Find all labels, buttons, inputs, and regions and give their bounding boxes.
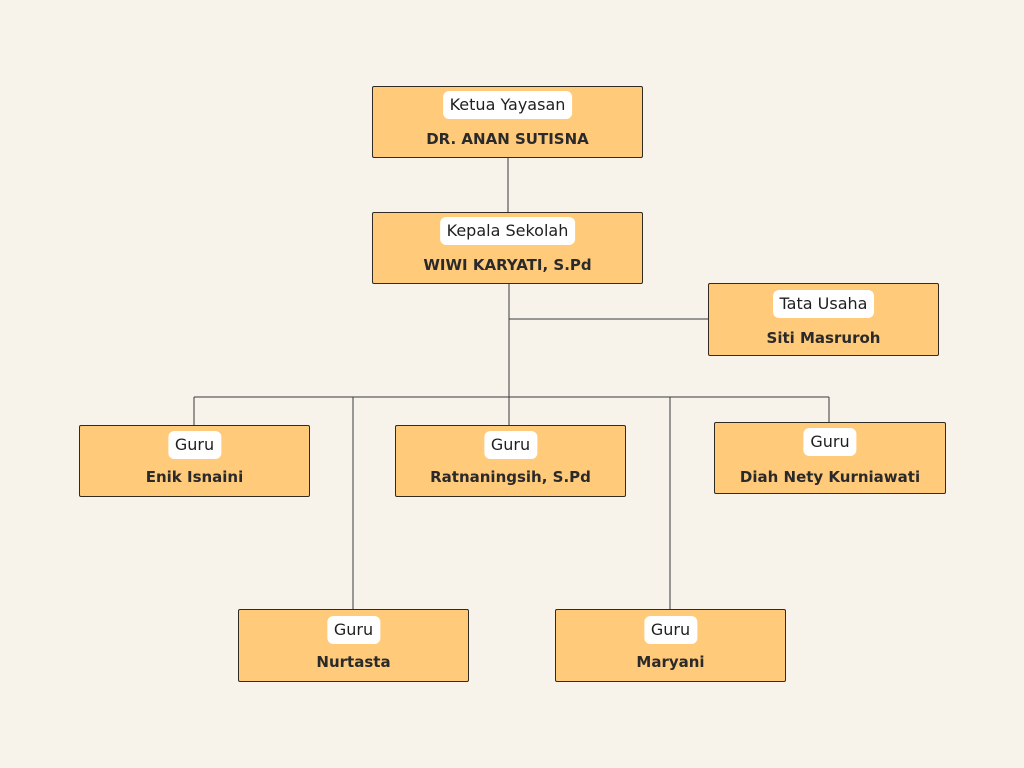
role-label: Tata Usaha	[772, 290, 875, 319]
node-tata-usaha: Tata Usaha Siti Masruroh	[708, 283, 939, 356]
node-ketua-yayasan: Ketua Yayasan DR. ANAN SUTISNA	[372, 86, 643, 158]
person-name: Diah Nety Kurniawati	[739, 468, 921, 486]
person-name: Nurtasta	[316, 653, 391, 671]
role-label: Ketua Yayasan	[442, 91, 573, 120]
person-name: Siti Masruroh	[766, 329, 881, 347]
person-name: DR. ANAN SUTISNA	[426, 130, 589, 148]
node-guru-ratnaningsih: Guru Ratnaningsih, S.Pd	[395, 425, 626, 497]
role-label: Guru	[803, 428, 857, 457]
role-label: Guru	[643, 616, 698, 645]
node-guru-enik-isnaini: Guru Enik Isnaini	[79, 425, 310, 497]
role-label: Kepala Sekolah	[439, 217, 576, 246]
node-guru-diah-nety-kurniawati: Guru Diah Nety Kurniawati	[714, 422, 946, 494]
node-guru-maryani: Guru Maryani	[555, 609, 786, 682]
node-guru-nurtasta: Guru Nurtasta	[238, 609, 469, 682]
person-name: Maryani	[636, 653, 705, 671]
node-kepala-sekolah: Kepala Sekolah WIWI KARYATI, S.Pd	[372, 212, 643, 284]
role-label: Guru	[326, 616, 381, 645]
person-name: WIWI KARYATI, S.Pd	[423, 256, 592, 274]
person-name: Enik Isnaini	[145, 468, 244, 486]
role-label: Guru	[483, 431, 538, 460]
role-label: Guru	[167, 431, 222, 460]
person-name: Ratnaningsih, S.Pd	[430, 468, 591, 486]
